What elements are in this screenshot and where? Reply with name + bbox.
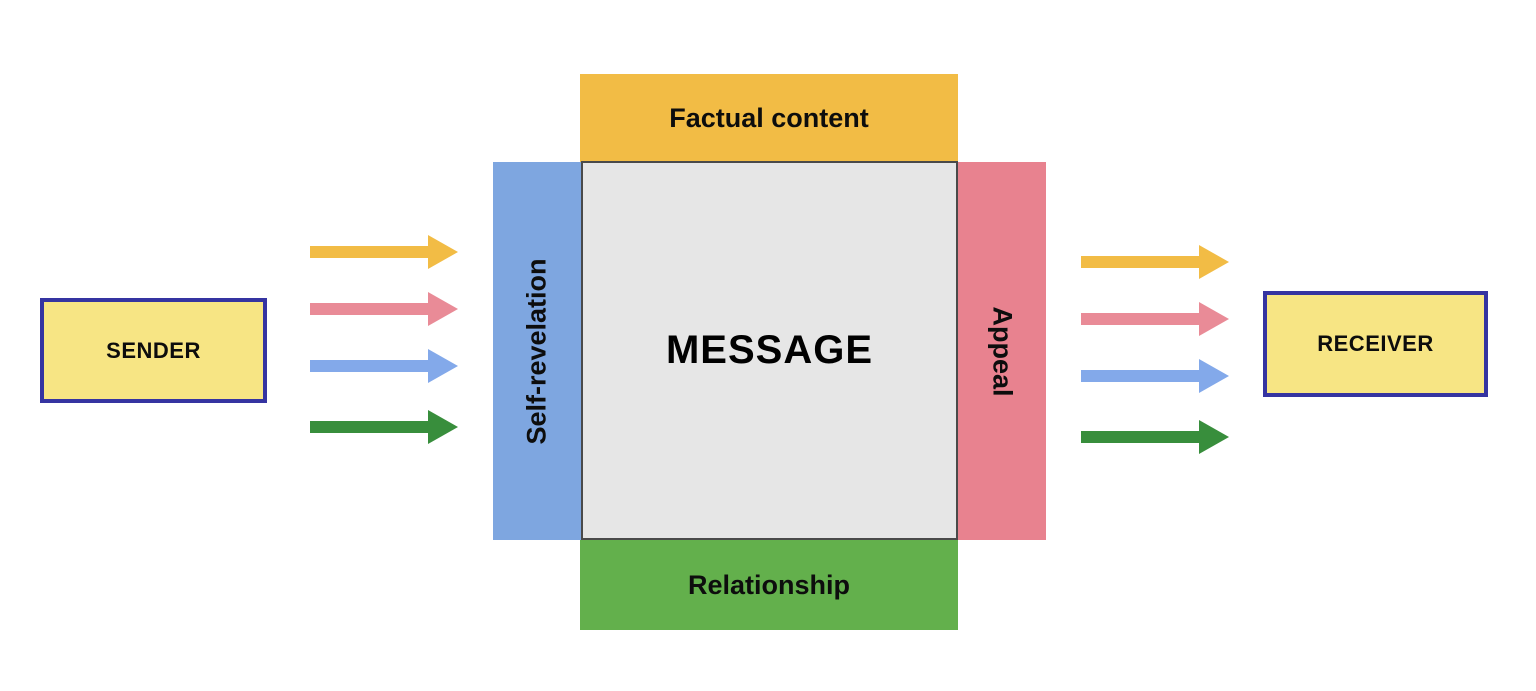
- sender-box: SENDER: [40, 298, 267, 403]
- factual-content-label: Factual content: [669, 102, 869, 133]
- side-relationship: Relationship: [580, 540, 958, 630]
- side-self-revelation: Self-revelation: [493, 162, 581, 540]
- receiver-arrow-yellow: [1081, 245, 1229, 279]
- receiver-arrow-blue: [1081, 359, 1229, 393]
- sender-arrow-green: [310, 410, 458, 444]
- relationship-label: Relationship: [687, 569, 850, 600]
- self-revelation-label: Self-revelation: [521, 257, 552, 445]
- receiver-arrow-green: [1081, 420, 1229, 454]
- message-label: MESSAGE: [665, 328, 874, 372]
- sender-arrow-yellow: [310, 235, 458, 269]
- sender-label: SENDER: [106, 337, 201, 363]
- sender-arrow-pink: [310, 292, 458, 326]
- receiver-arrow-pink: [1081, 302, 1229, 336]
- message-box: MESSAGE: [581, 161, 958, 540]
- appeal-label: Appeal: [987, 305, 1018, 397]
- sender-arrow-blue: [310, 349, 458, 383]
- side-factual-content: Factual content: [580, 74, 958, 162]
- side-appeal: Appeal: [958, 162, 1046, 540]
- receiver-label: RECEIVER: [1317, 331, 1434, 356]
- receiver-box: RECEIVER: [1263, 291, 1488, 397]
